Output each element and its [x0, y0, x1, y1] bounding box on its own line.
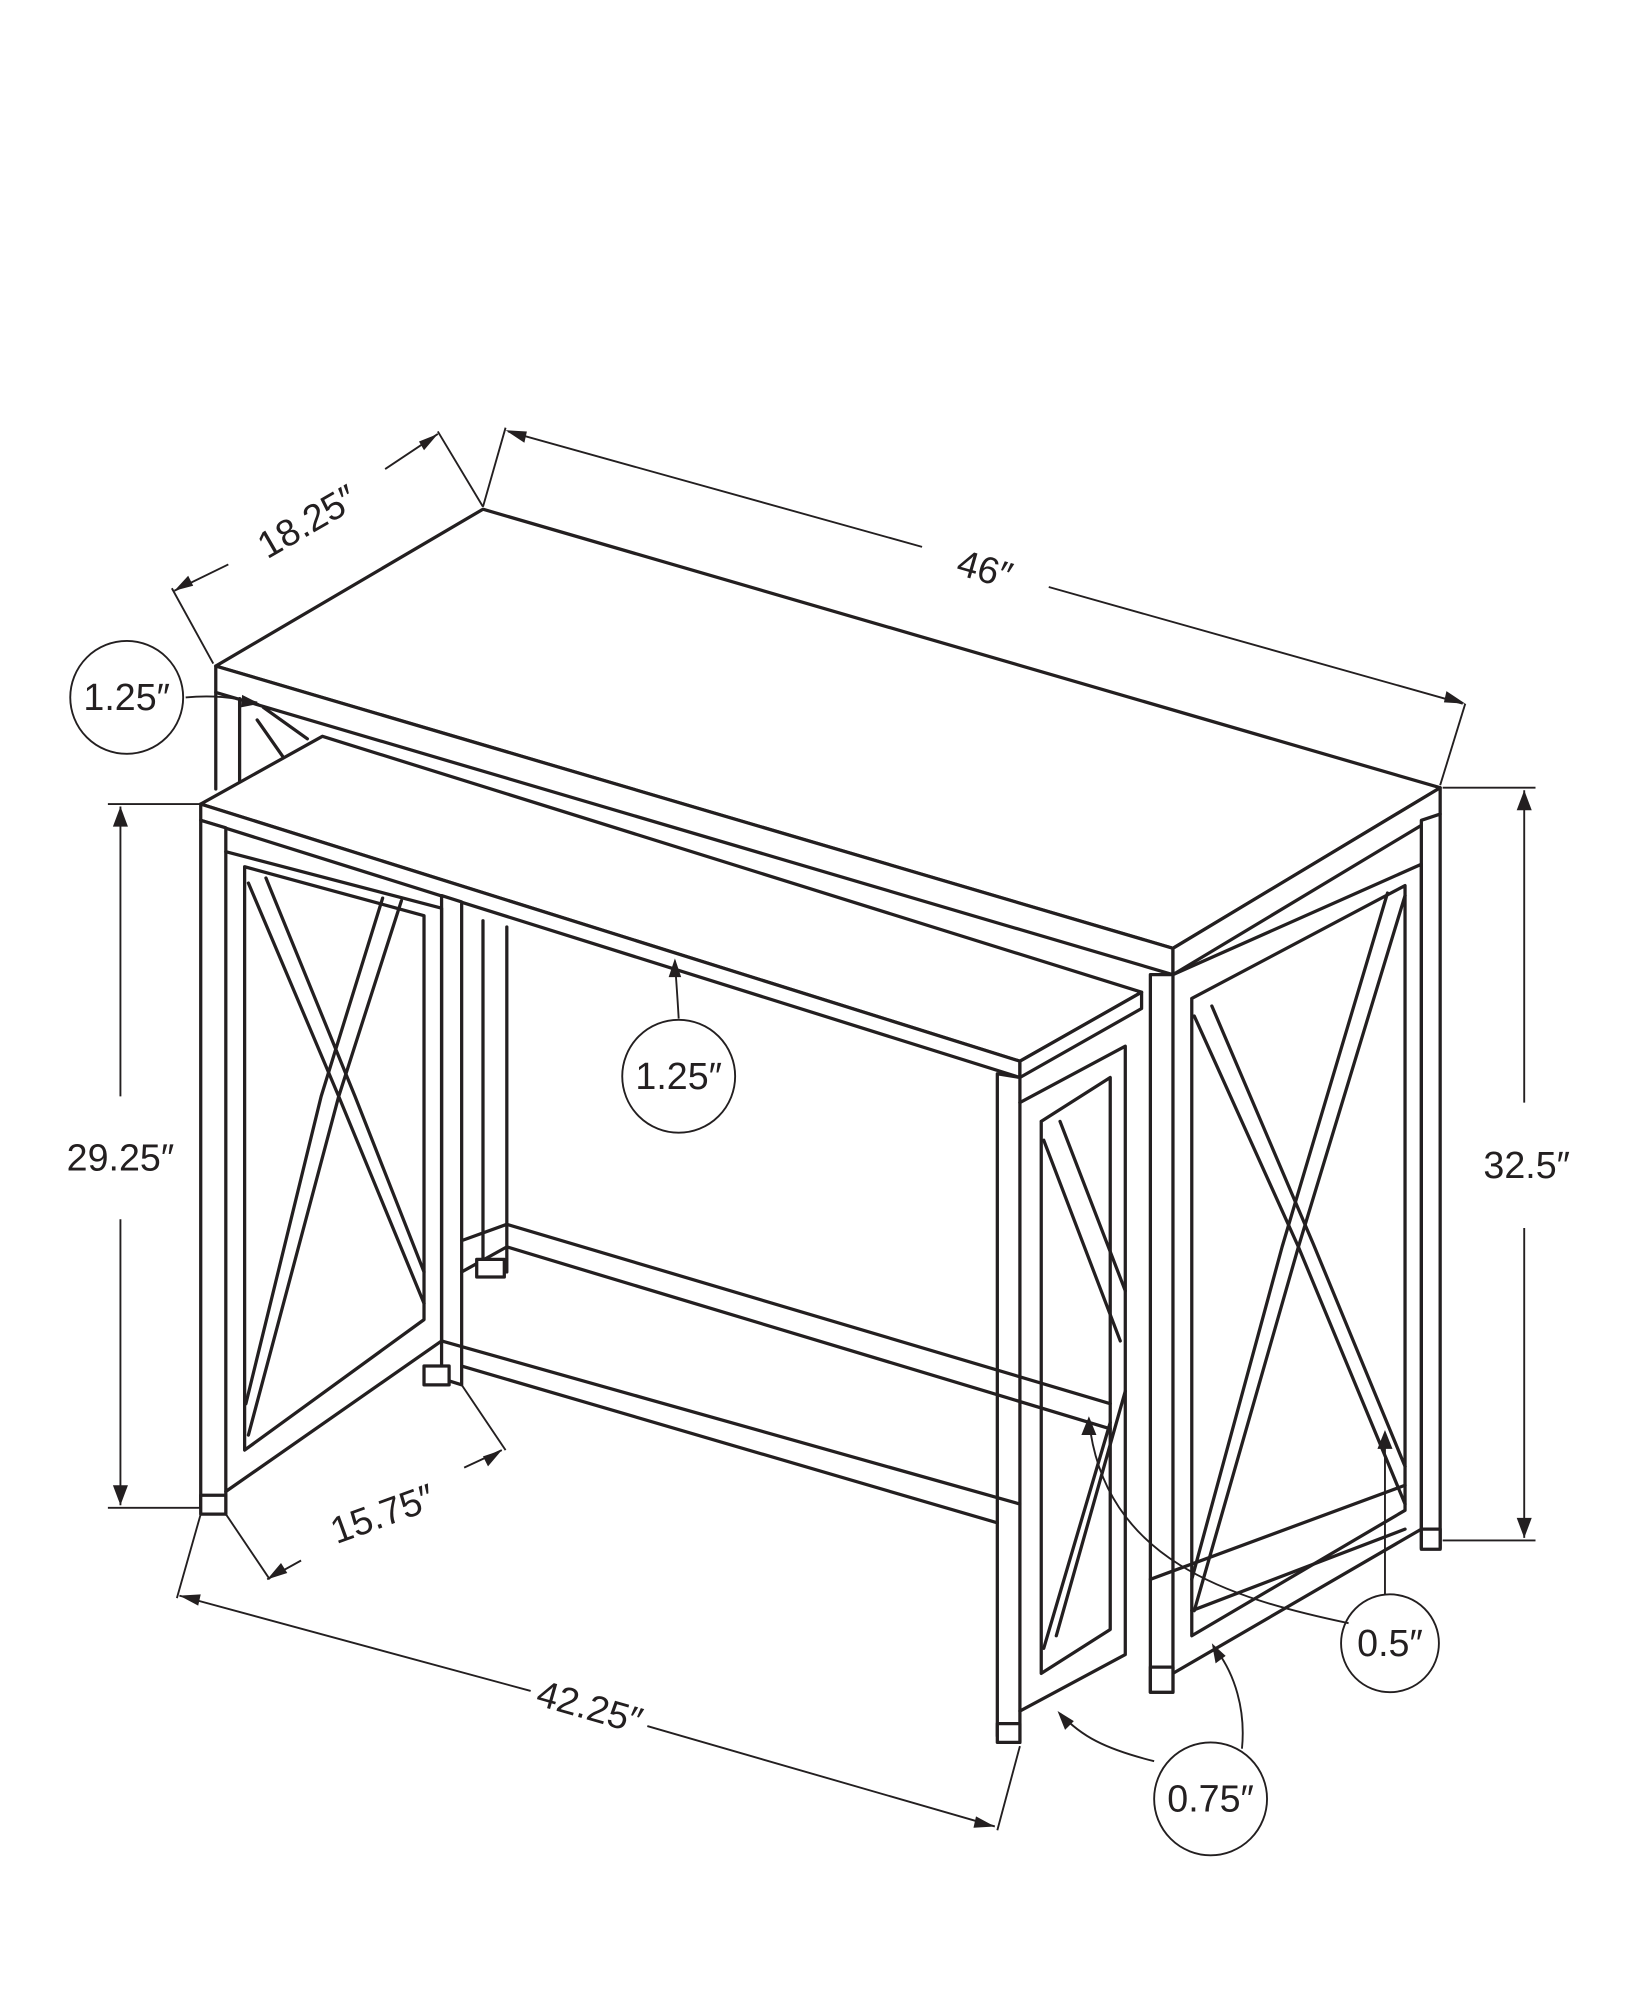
dimension-label-small-width: 42.25″: [532, 1672, 647, 1742]
callout-circle-leg-foot: [1153, 1741, 1268, 1857]
dimension-label-large-height: 32.5″: [1483, 1144, 1570, 1186]
small-table-back-left-leg: [439, 893, 464, 1387]
small-table-left-x-brace-b: [246, 898, 404, 1437]
small-table-right-frame-inner: [1039, 1075, 1112, 1676]
small-table-back-stretcher: [505, 1222, 1112, 1406]
small-table-left-frame-outer: [224, 850, 444, 1494]
small-table-front-stretcher-2: [460, 1364, 999, 1525]
small-table-foot-back-left: [422, 1364, 451, 1387]
callout-circle-frame-bar: [1340, 1593, 1440, 1694]
small-table: [199, 734, 1144, 1745]
large-table-right-frame-inner: [1190, 883, 1407, 1638]
callout-circle-top-thickness-small: [621, 1018, 737, 1134]
large-table-left-x-brace-2: [261, 705, 309, 741]
large-table-right-frame-outer: [1171, 862, 1423, 1676]
large-table-bottom-stretcher-2: [1190, 1527, 1407, 1613]
large-table-left-x-brace: [255, 718, 286, 760]
large-table-right-x-brace-b: [1192, 893, 1407, 1613]
small-table-left-x-brace-b2: [244, 896, 385, 1406]
large-table-back-right-leg: [1419, 812, 1442, 1550]
large-table-bottom-stretcher: [1148, 1483, 1407, 1581]
small-table-top-side-edge: [1018, 990, 1144, 1080]
small-table-right-x-brace-b: [1042, 1420, 1112, 1650]
callout-circle-top-thickness-large: [69, 640, 185, 755]
small-table-front-left-leg: [199, 818, 228, 1516]
small-table-foot-front-left: [199, 1493, 228, 1516]
small-table-front-stretcher: [439, 1339, 1022, 1506]
large-table-right-x-brace-a2: [1210, 1004, 1407, 1469]
small-table-foot-front-right: [995, 1721, 1022, 1745]
dimension-label-large-depth: 18.25″: [250, 476, 364, 566]
small-table-front-right-leg: [995, 1072, 1022, 1745]
dimension-label-small-height: 29.25″: [67, 1136, 174, 1178]
dimension-label-leg-foot: 0.75″: [1167, 1777, 1254, 1819]
dimension-label-small-top-thickness: 1.25″: [635, 1055, 722, 1097]
small-table-left-x-brace-a2: [264, 876, 426, 1274]
large-table-right-x-brace-a: [1192, 1014, 1407, 1506]
large-table-front-right-leg: [1148, 973, 1175, 1694]
dimension-label-frame-bar: 0.5″: [1357, 1622, 1423, 1664]
small-table-right-x-brace-a: [1042, 1138, 1122, 1343]
dimension-lines: [107, 427, 1536, 1831]
dimension-label-large-width: 46″: [953, 541, 1018, 597]
small-table-foot-rear: [475, 1257, 506, 1279]
dimension-label-large-top-thickness: 1.25″: [83, 676, 170, 718]
dimension-label-small-depth: 15.75″: [325, 1476, 440, 1552]
large-table: [214, 507, 1442, 1694]
large-table-foot-front: [1148, 1665, 1175, 1694]
large-table-right-x-brace-b2: [1190, 891, 1390, 1581]
small-table-back-stretcher-2: [505, 1245, 1112, 1431]
small-table-left-frame-inner: [242, 865, 426, 1452]
small-table-right-frame-outer: [1018, 1044, 1127, 1713]
small-table-left-stretcher: [460, 1222, 509, 1243]
small-table-left-x-brace-a: [246, 881, 426, 1305]
small-table-right-x-brace-a2: [1058, 1119, 1127, 1293]
large-table-foot-back: [1419, 1527, 1442, 1551]
small-table-right-x-brace-b2: [1054, 1389, 1127, 1638]
